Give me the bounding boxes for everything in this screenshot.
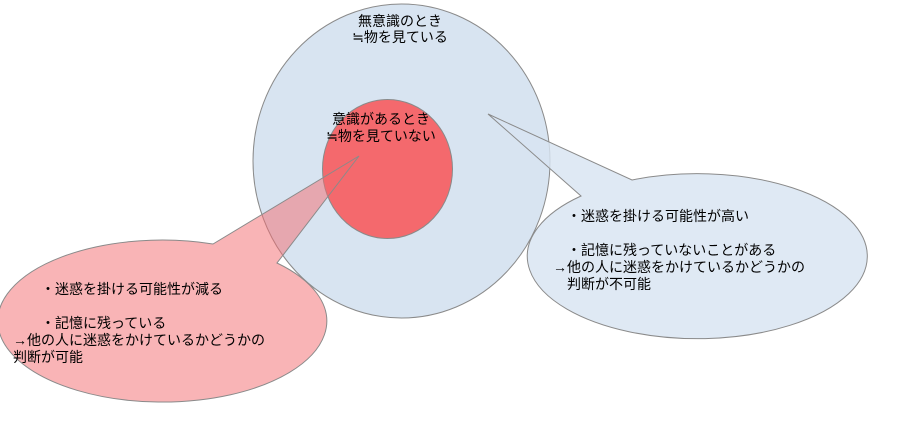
inner-circle-label: 意識があるとき ≒物を見ていない xyxy=(326,111,436,144)
right-callout-shape xyxy=(487,113,868,340)
right-callout-text: ・迷惑を掛ける可能性が高い ・記憶に残っていないことがある →他の人に迷惑をかけ… xyxy=(553,208,805,292)
left-callout-shape xyxy=(0,155,360,403)
outer-circle-label: 無意識のとき ≒物を見ている xyxy=(352,13,448,45)
left-callout-text: ・迷惑を掛ける可能性が減る ・記憶に残っている →他の人に迷惑をかけているかどう… xyxy=(13,281,265,365)
inner-circle xyxy=(322,99,453,239)
